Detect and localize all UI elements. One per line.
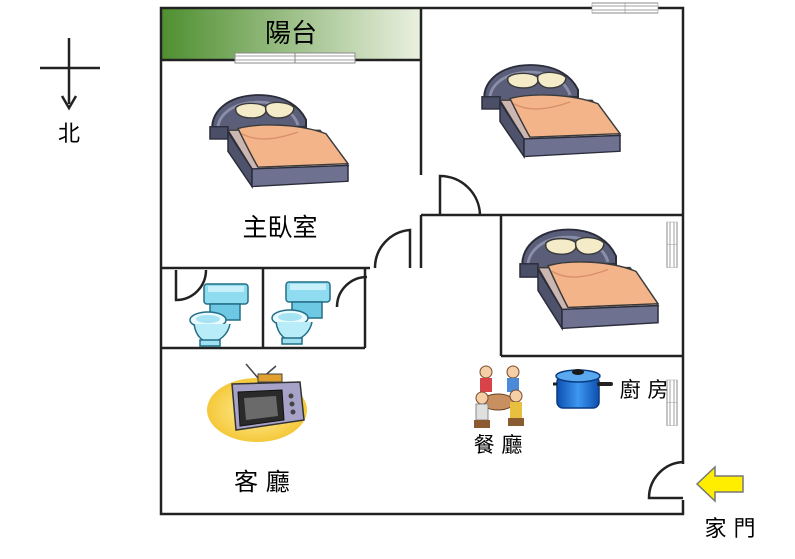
bed-icon (208, 93, 350, 189)
entrance-arrow-icon (695, 465, 744, 503)
living-room-label: 客 廳 (234, 468, 290, 496)
door-swing-icon (174, 174, 684, 500)
balcony-label: 陽台 (265, 19, 317, 49)
compass-label: 北 (58, 122, 80, 147)
tv-icon (207, 363, 307, 442)
walls (159, 6, 685, 516)
dining-room-label: 餐 廳 (474, 433, 523, 457)
window-icon (234, 52, 356, 64)
compass: 北 (40, 38, 100, 147)
window-icon (666, 221, 678, 269)
toilet-icon (189, 283, 249, 347)
window-icon (666, 379, 678, 427)
entrance-label: 家 門 (705, 517, 756, 542)
toilet-icon (271, 281, 331, 345)
cooking-pot-icon (553, 369, 613, 409)
bed-icon (518, 228, 660, 330)
balcony-area (161, 8, 421, 60)
dining-people-icon (474, 365, 524, 428)
window-icon (591, 2, 659, 14)
bed-icon (480, 63, 622, 159)
master-bedroom-label: 主臥室 (242, 213, 317, 242)
kitchen-label: 廚 房 (620, 378, 669, 402)
